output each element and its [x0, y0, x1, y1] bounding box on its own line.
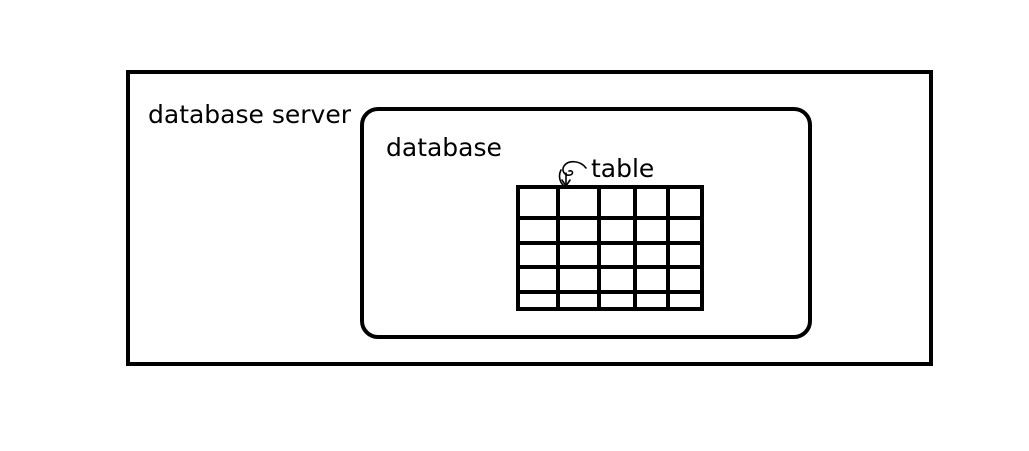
database-label: database — [386, 133, 502, 162]
table-label: table — [591, 154, 655, 183]
table-outline — [516, 185, 704, 311]
table-grid — [516, 185, 704, 311]
database-box — [360, 107, 812, 339]
table-pointer-arrow-icon — [558, 160, 587, 187]
database-server-label: database server — [148, 100, 351, 129]
database-server-box — [126, 70, 933, 366]
